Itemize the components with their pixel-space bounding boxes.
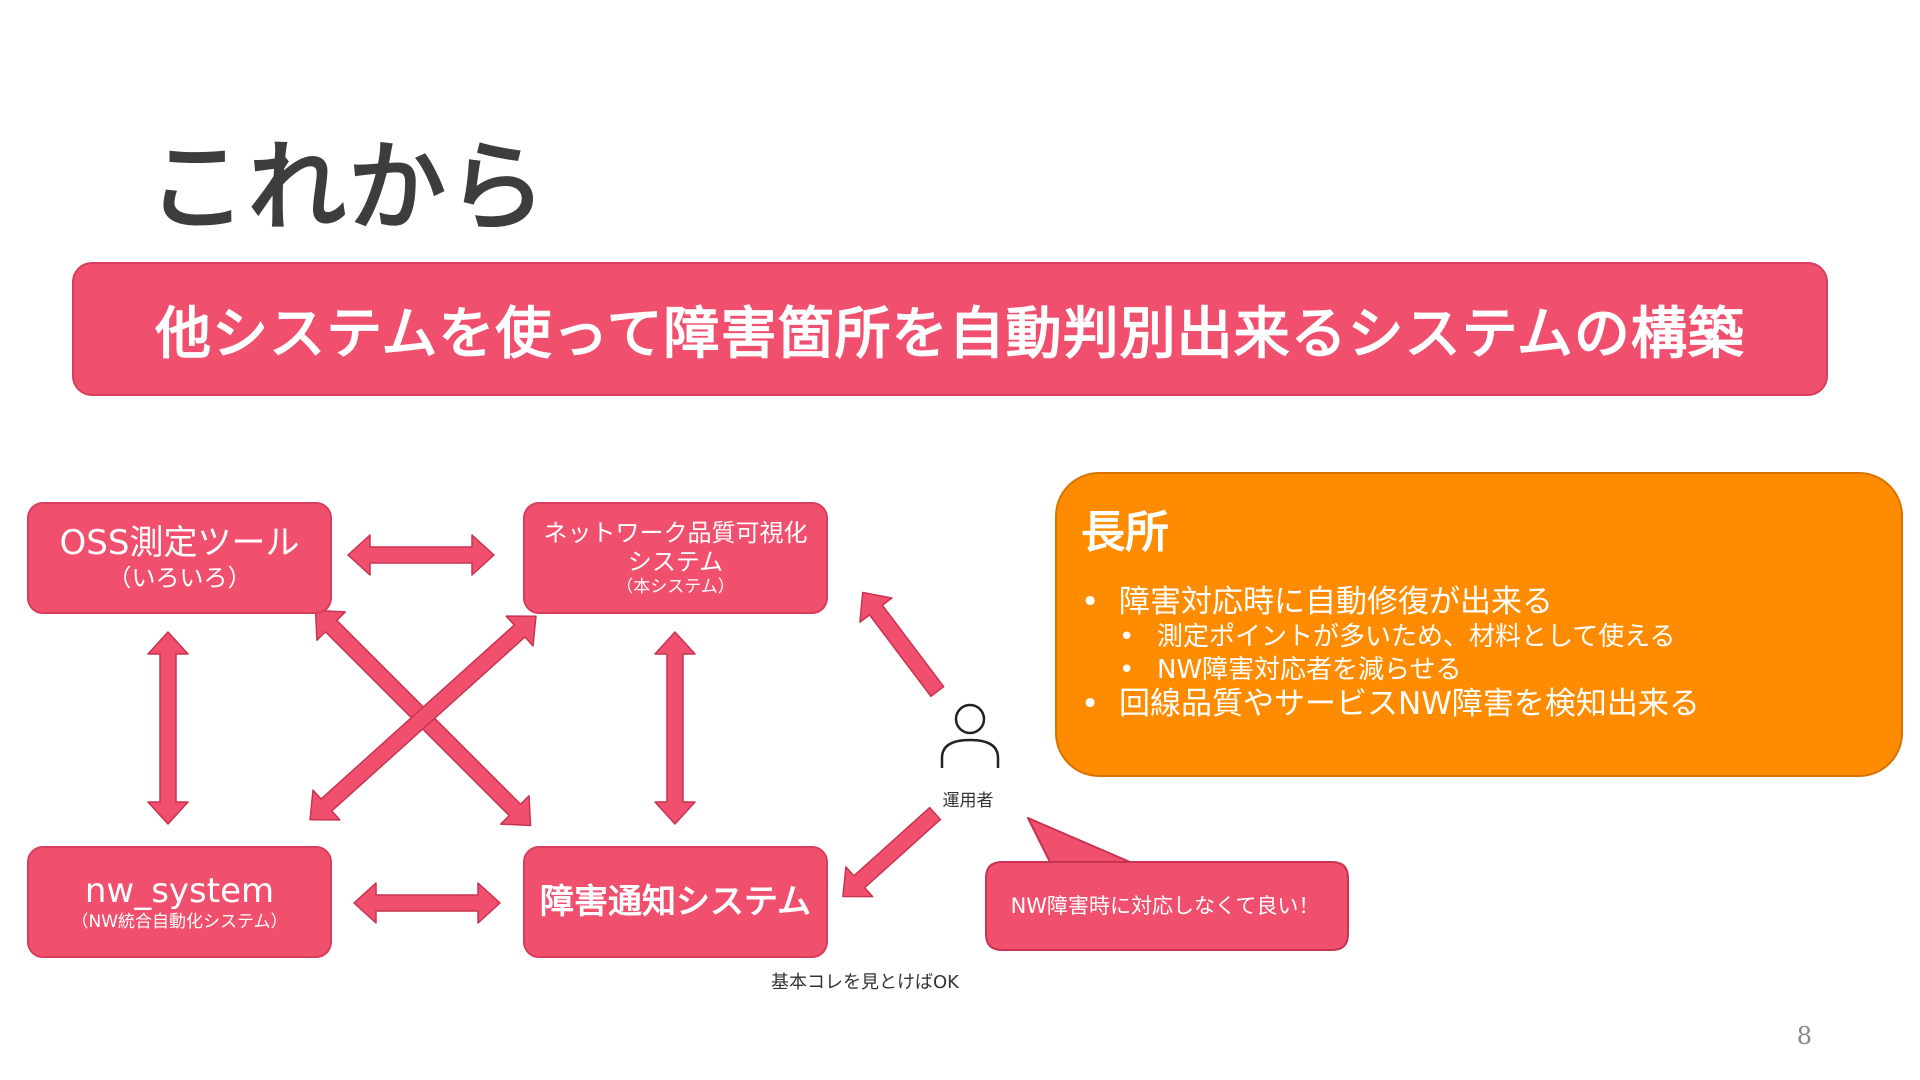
merit-item: 障害対応時に自動修復が出来る <box>1081 584 1877 621</box>
arrow-viz-alert <box>654 631 696 825</box>
merit-subitem: 測定ポイントが多いため、材料として使える <box>1081 621 1877 654</box>
person-icon <box>940 703 1000 768</box>
node-nw-label: nw_system <box>84 871 275 912</box>
callout-text: NW障害時に対応しなくて良い！ <box>1010 894 1320 918</box>
arrow-viz-nw <box>309 615 537 821</box>
node-alert-system: 障害通知システム <box>523 846 828 958</box>
slide-title: これから <box>148 131 549 245</box>
node-oss-sub: （いろいろ） <box>107 564 252 592</box>
node-oss-tools: OSS測定ツール （いろいろ） <box>27 502 332 614</box>
merit-box: 長所 障害対応時に自動修復が出来る 測定ポイントが多いため、材料として使える N… <box>1055 472 1903 777</box>
arrow-oss-viz <box>347 534 495 576</box>
goal-banner: 他システムを使って障害箇所を自動判別出来るシステムの構築 <box>72 262 1828 396</box>
operator-label: 運用者 <box>942 791 994 811</box>
node-viz-label-line2: システム <box>627 547 724 576</box>
page-number: 8 <box>1796 1022 1812 1050</box>
node-oss-label: OSS測定ツール <box>59 523 300 564</box>
callout-bubble <box>985 817 1349 951</box>
arrow-operator-alert <box>842 806 942 898</box>
merit-subitem: NW障害対応者を減らせる <box>1081 654 1877 687</box>
merit-item: 回線品質やサービスNW障害を検知出来る <box>1081 686 1877 723</box>
node-nw-system: nw_system （NW統合自動化システム） <box>27 846 332 958</box>
node-viz-label-line1: ネットワーク品質可視化 <box>543 519 808 547</box>
arrow-nw-alert <box>353 882 501 924</box>
node-viz-sub: （本システム） <box>616 576 735 597</box>
arrow-operator-viz <box>859 591 945 698</box>
node-alert-label: 障害通知システム <box>540 881 811 922</box>
node-visualization-system: ネットワーク品質可視化 システム （本システム） <box>523 502 828 614</box>
arrow-oss-nw <box>147 631 189 825</box>
node-nw-sub: （NW統合自動化システム） <box>71 912 288 933</box>
merit-title: 長所 <box>1081 507 1169 558</box>
diagram-caption: 基本コレを見とけばOK <box>771 972 959 993</box>
